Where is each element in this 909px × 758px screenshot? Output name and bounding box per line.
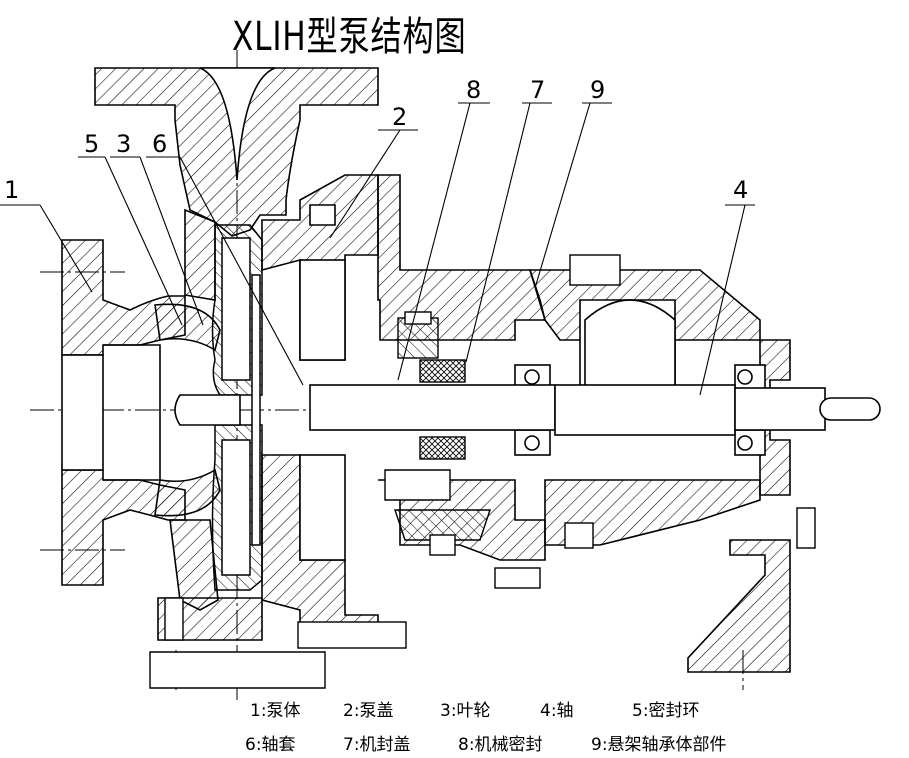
diagram-title: XLIH型泵结构图 — [232, 14, 467, 60]
callout-3: 3 — [116, 130, 131, 158]
pump-cover — [261, 174, 379, 641]
legend-item: 2:泵盖 — [343, 701, 394, 721]
legend: 1:泵体 2:泵盖 3:叶轮 4:轴 5:密封环 6:轴套 7:机封盖 8:机械… — [245, 701, 727, 755]
callout-7: 7 — [530, 76, 545, 104]
legend-item: 6:轴套 — [245, 735, 296, 755]
callout-4: 4 — [733, 176, 748, 204]
legend-item: 1:泵体 — [250, 701, 301, 721]
legend-item: 5:密封环 — [632, 701, 700, 721]
callout-8: 8 — [466, 76, 481, 104]
mechanical-seal — [384, 311, 491, 556]
impeller — [211, 224, 263, 591]
bottom-bolts — [149, 254, 816, 689]
support-foot — [687, 539, 791, 673]
callouts: 1 2 3 4 5 6 7 8 9 — [4, 76, 748, 204]
bearing-housing — [514, 339, 791, 496]
callout-5: 5 — [84, 130, 99, 158]
pump-casing — [61, 67, 379, 641]
callout-2: 2 — [392, 103, 407, 131]
legend-item: 7:机封盖 — [343, 735, 411, 755]
legend-item: 9:悬架轴承体部件 — [591, 735, 727, 755]
shaft — [174, 384, 881, 436]
leader-lines — [0, 102, 755, 396]
legend-item: 8:机械密封 — [458, 735, 543, 755]
callout-9: 9 — [590, 76, 605, 104]
legend-item: 3:叶轮 — [440, 701, 491, 721]
callout-1: 1 — [4, 176, 19, 204]
callout-6: 6 — [152, 130, 167, 158]
legend-item: 4:轴 — [540, 701, 574, 721]
